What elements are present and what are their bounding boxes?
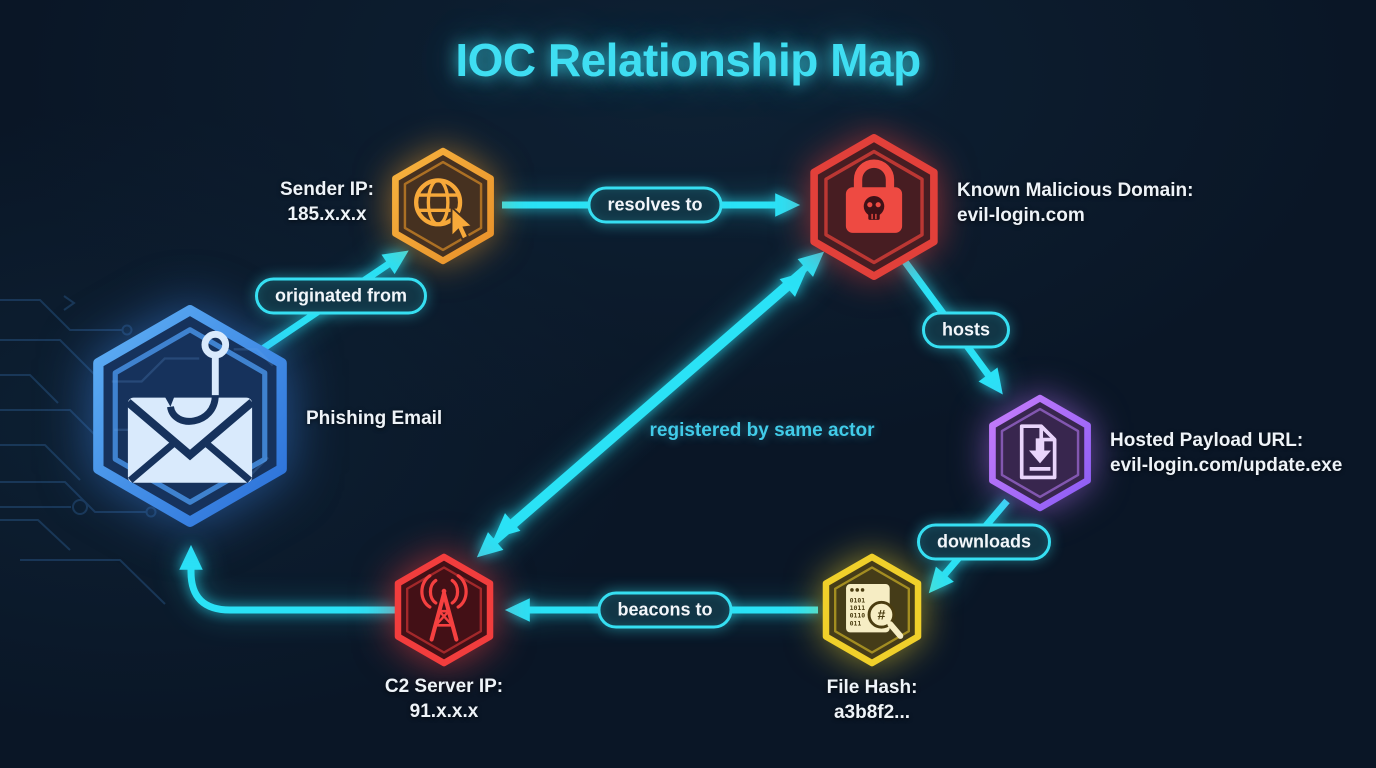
node-malicious-domain xyxy=(810,134,938,280)
c2-server-label-title: C2 Server IP: xyxy=(384,676,504,697)
edge-label-beacons-to: beacons to xyxy=(597,591,733,629)
node-phishing-email xyxy=(93,305,287,527)
skull-icon xyxy=(863,195,885,220)
edge-label-registered-by-same-actor: registered by same actor xyxy=(649,420,875,441)
file-hash-label-value: a3b8f2... xyxy=(833,701,911,723)
node-file-hash: 0101 1011 0110 011 # xyxy=(822,553,922,667)
node-c2-server xyxy=(394,553,494,667)
node-payload-url xyxy=(989,394,1091,512)
edge-label-hosts: hosts xyxy=(921,311,1011,349)
c2-server-label-value: 91.x.x.x xyxy=(409,700,479,722)
hash-magnifier-icon: 0101 1011 0110 011 # xyxy=(846,584,904,639)
payload-url-label-title: Hosted Payload URL: xyxy=(1110,430,1304,451)
malicious-domain-label-title: Known Malicious Domain: xyxy=(957,180,1194,201)
binary-row: 011 xyxy=(850,619,862,627)
hexagon-inner-ring xyxy=(824,149,924,265)
hash-glyph: # xyxy=(878,607,886,623)
payload-url-label: Hosted Payload URL: evil-login.com/updat… xyxy=(1110,429,1342,478)
hexagon-inner-ring xyxy=(403,160,483,252)
file-download-icon xyxy=(1019,424,1057,480)
hexagon-inner-ring xyxy=(1000,407,1080,499)
edge-c2-to-phishing xyxy=(179,544,396,614)
binary-row: 0110 xyxy=(850,612,866,620)
file-hash-label: File Hash: a3b8f2... xyxy=(782,676,962,725)
lock-skull-icon xyxy=(845,159,903,233)
page-title: IOC Relationship Map xyxy=(455,34,921,86)
malicious-domain-label-value: evil-login.com xyxy=(957,204,1085,226)
sender-ip-label-value: 185.x.x.x xyxy=(287,203,367,225)
binary-row: 1011 xyxy=(850,604,866,612)
edge-label-resolves-to: resolves to xyxy=(587,186,723,224)
edge-label-originated-from: originated from xyxy=(254,277,428,315)
envelope-hook-icon xyxy=(111,330,274,484)
binary-row: 0101 xyxy=(850,596,866,604)
sender-ip-label-title: Sender IP: xyxy=(280,179,374,200)
edge-registered-line-2 xyxy=(493,251,825,539)
file-hash-label-title: File Hash: xyxy=(826,677,918,698)
radio-tower-icon xyxy=(420,574,468,642)
hexagon-inner-ring xyxy=(406,566,482,654)
edge-label-downloads: downloads xyxy=(917,523,1051,561)
hexagon-inner-ring xyxy=(112,327,268,505)
payload-url-label-value: evil-login.com/update.exe xyxy=(1110,454,1343,476)
c2-server-label: C2 Server IP: 91.x.x.x xyxy=(354,675,534,724)
malicious-domain-label: Known Malicious Domain: evil-login.com xyxy=(957,179,1193,228)
hexagon-inner-ring xyxy=(834,566,910,654)
phishing-email-label: Phishing Email xyxy=(306,408,443,429)
globe-cursor-icon xyxy=(414,178,475,241)
cursor-icon xyxy=(450,205,475,241)
node-sender-ip xyxy=(392,147,494,265)
sender-ip-label: Sender IP: 185.x.x.x xyxy=(237,178,417,227)
